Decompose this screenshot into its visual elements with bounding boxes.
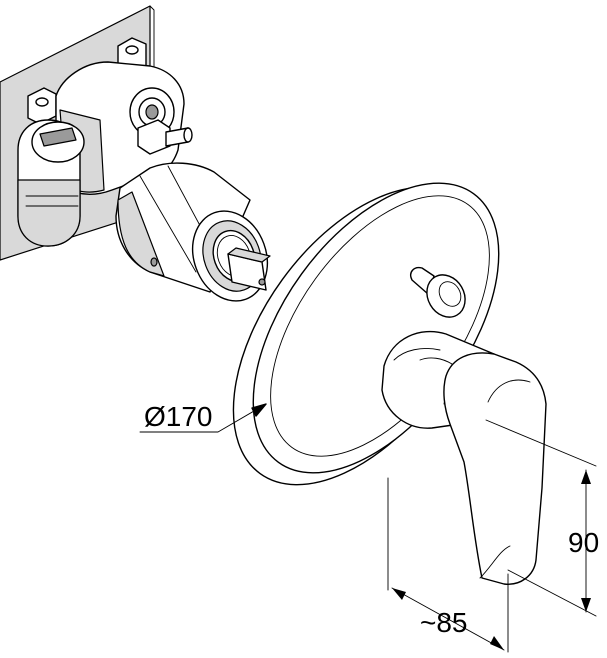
- depth-label: ~85: [420, 607, 468, 638]
- mixer-handle: [381, 330, 547, 585]
- valve-body: [0, 5, 271, 302]
- dimension-lines: [139, 403, 597, 653]
- depth-dimension-line: [391, 587, 505, 651]
- side-nut: [137, 119, 171, 155]
- diameter-label: Ø170: [144, 401, 213, 432]
- height-label: 90: [568, 527, 599, 558]
- diameter-leader: [139, 403, 267, 433]
- diverter-knob: [410, 266, 466, 318]
- handle-lever: [443, 352, 547, 585]
